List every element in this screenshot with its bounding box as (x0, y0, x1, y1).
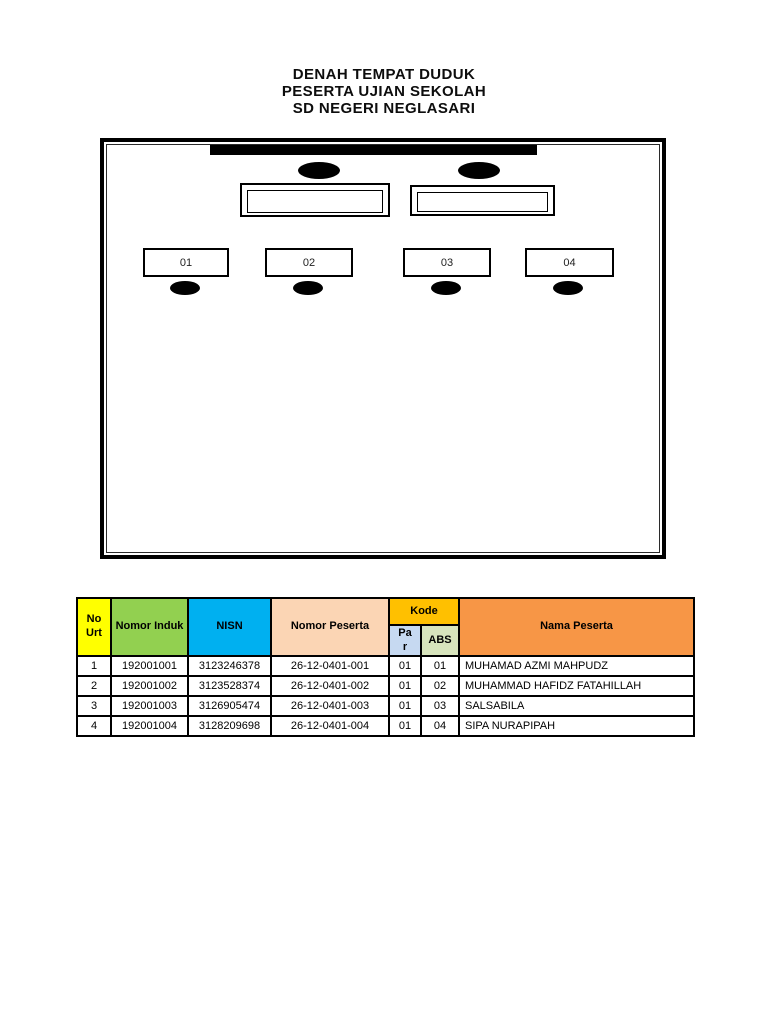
student-chair-02-shape (293, 281, 323, 295)
cell-par: 01 (388, 655, 422, 678)
cell-nama: MUHAMAD AZMI MAHPUDZ (458, 655, 695, 678)
header-nisn: NISN (187, 596, 272, 658)
table-row: 2 192001002 3123528374 26-12-0401-002 01… (76, 675, 695, 698)
cell-abs: 03 (420, 695, 460, 718)
cell-no: 1 (76, 655, 112, 678)
cell-nama: MUHAMMAD HAFIDZ FATAHILLAH (458, 675, 695, 698)
page-title: DENAH TEMPAT DUDUK PESERTA UJIAN SEKOLAH… (0, 66, 768, 117)
header-nomor-peserta: Nomor Peserta (270, 596, 390, 658)
cell-induk: 192001002 (110, 675, 189, 698)
cell-peserta: 26-12-0401-004 (270, 715, 390, 738)
header-abs: ABS (420, 623, 460, 658)
cell-no: 2 (76, 675, 112, 698)
blackboard-shape (210, 145, 537, 155)
cell-par: 01 (388, 675, 422, 698)
cell-nama: SIPA NURAPIPAH (458, 715, 695, 738)
supervisor-chair-2-shape (458, 162, 500, 179)
student-desk-03: 03 (403, 248, 491, 277)
supervisor-chair-1-shape (298, 162, 340, 179)
header-nama-peserta: Nama Peserta (458, 596, 695, 658)
header-par-label: Par (398, 627, 412, 654)
table-row: 3 192001003 3126905474 26-12-0401-003 01… (76, 695, 695, 718)
student-desk-04: 04 (525, 248, 614, 277)
student-desk-02-label: 02 (302, 256, 316, 269)
participants-table: No Urt Nomor Induk NISN Nomor Peserta Ko… (76, 596, 695, 738)
cell-peserta: 26-12-0401-003 (270, 695, 390, 718)
student-desk-04-label: 04 (563, 256, 576, 269)
cell-par: 01 (388, 695, 422, 718)
header-par: Par (388, 623, 422, 658)
header-nomor-induk: Nomor Induk (110, 596, 189, 658)
table-row: 4 192001004 3128209698 26-12-0401-004 01… (76, 715, 695, 738)
cell-abs: 04 (420, 715, 460, 738)
cell-abs: 01 (420, 655, 460, 678)
cell-nisn: 3123528374 (187, 675, 272, 698)
student-desk-03-label: 03 (440, 256, 454, 269)
cell-no: 4 (76, 715, 112, 738)
cell-nama: SALSABILA (458, 695, 695, 718)
student-desk-01-label: 01 (179, 256, 193, 269)
title-line-1: DENAH TEMPAT DUDUK (292, 66, 476, 83)
cell-induk: 192001001 (110, 655, 189, 678)
student-desk-02: 02 (265, 248, 353, 277)
teacher-desk-2-inner-shape (417, 192, 548, 212)
teacher-desk-1-inner-shape (247, 190, 383, 213)
cell-peserta: 26-12-0401-001 (270, 655, 390, 678)
student-chair-01-shape (170, 281, 200, 295)
teacher-desk-2-shape (410, 185, 555, 216)
title-line-2: PESERTA UJIAN SEKOLAH (281, 83, 487, 100)
teacher-desk-1-shape (240, 183, 390, 217)
cell-peserta: 26-12-0401-002 (270, 675, 390, 698)
student-chair-03-shape (431, 281, 461, 295)
table-row: 1 192001001 3123246378 26-12-0401-001 01… (76, 655, 695, 678)
cell-nisn: 3123246378 (187, 655, 272, 678)
cell-induk: 192001003 (110, 695, 189, 718)
header-kode: Kode (388, 597, 460, 626)
student-chair-04-shape (553, 281, 583, 295)
cell-no: 3 (76, 695, 112, 718)
cell-par: 01 (388, 715, 422, 738)
cell-induk: 192001004 (110, 715, 189, 738)
title-line-3: SD NEGERI NEGLASARI (292, 100, 476, 117)
student-desk-01: 01 (143, 248, 229, 277)
cell-nisn: 3128209698 (187, 715, 272, 738)
header-no-urt: No Urt (76, 596, 112, 658)
classroom-diagram: 01 02 03 04 (100, 138, 666, 559)
cell-nisn: 3126905474 (187, 695, 272, 718)
cell-abs: 02 (420, 675, 460, 698)
